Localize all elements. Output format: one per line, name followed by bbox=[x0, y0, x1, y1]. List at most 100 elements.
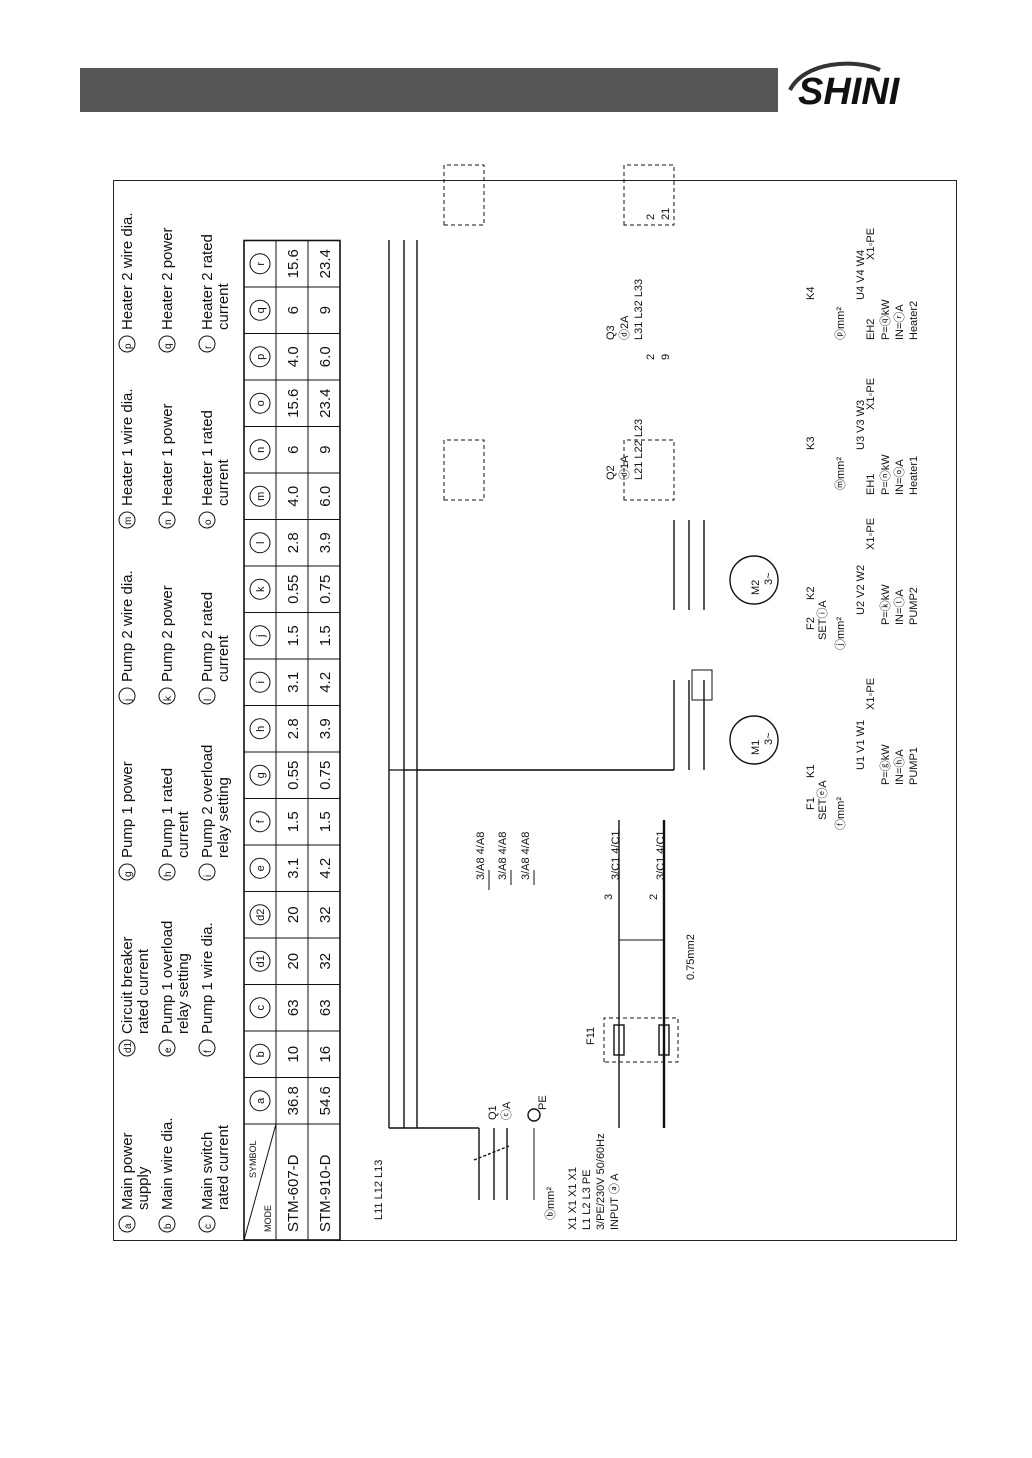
table-value-cell: 1.5 bbox=[285, 811, 302, 832]
legend-text: relay setting bbox=[175, 953, 192, 1034]
q3-rating: ⓓ2A bbox=[618, 315, 631, 340]
k4-label: K4 bbox=[805, 287, 817, 300]
heater1-aux2: 9 bbox=[660, 354, 672, 360]
table-header-cell: q bbox=[255, 307, 267, 313]
heater1-terminals: U3 V3 W3 bbox=[855, 400, 867, 450]
legend-symbol: m bbox=[123, 517, 134, 525]
table-value-cell: 4.2 bbox=[317, 672, 334, 693]
table-value-cell: 3.9 bbox=[317, 532, 334, 553]
legend-text: Heater 2 rated bbox=[199, 234, 216, 330]
legend-item: n Heater 1 power bbox=[158, 403, 176, 529]
legend-item: g Pump 1 power bbox=[118, 761, 136, 881]
legend-text: Heater 1 power bbox=[159, 403, 176, 506]
table-value-cell: 32 bbox=[317, 953, 334, 970]
ref-5: 3/C1 4/C1 bbox=[655, 830, 667, 880]
pe-label: PE bbox=[537, 1095, 549, 1110]
table-header-cell: c bbox=[255, 1005, 267, 1011]
legend-text: Heater 1 rated bbox=[199, 410, 216, 506]
heater1-wire: ⓜmm² bbox=[834, 457, 847, 490]
wire-label: ⓑmm² bbox=[544, 1187, 557, 1220]
f11-id: F11 bbox=[585, 1027, 597, 1045]
heater2-aux1: 2 bbox=[645, 214, 657, 220]
table-value-cell: 54.6 bbox=[317, 1086, 334, 1115]
phase-label: X1 X1 X1 X1 bbox=[567, 1167, 579, 1230]
table-value-cell: 6 bbox=[285, 306, 302, 314]
legend-text: Main switch bbox=[199, 1132, 216, 1210]
m2-phase: 3~ bbox=[763, 572, 775, 585]
table-value-cell: 63 bbox=[317, 999, 334, 1016]
m1-label: M1 bbox=[750, 740, 762, 755]
pump1-current: IN=ⓗA bbox=[893, 749, 906, 785]
terminal-label: L1 L2 L3 PE bbox=[581, 1169, 593, 1230]
table-value-cell: 1.5 bbox=[317, 625, 334, 646]
legend-text: current bbox=[215, 634, 232, 682]
schematic bbox=[388, 164, 779, 1200]
legend-text: Pump 2 overload bbox=[199, 745, 216, 858]
table-value-cell: 4.0 bbox=[285, 346, 302, 367]
pump2-terminals: U2 V2 W2 bbox=[855, 565, 867, 615]
legend-text: current bbox=[215, 282, 232, 330]
table-value-cell: 16 bbox=[317, 1046, 334, 1063]
legend-text: Pump 1 power bbox=[119, 761, 136, 858]
table-value-cell: 6.0 bbox=[317, 346, 334, 367]
logo-text: SHINI bbox=[798, 71, 901, 113]
legend-symbol: o bbox=[203, 519, 214, 525]
legend-symbol: b bbox=[163, 1223, 174, 1229]
table-header-cell: b bbox=[255, 1051, 267, 1057]
pump1-wire: ⓕmm² bbox=[834, 797, 847, 830]
legend-symbol: a bbox=[123, 1223, 134, 1229]
table-model-cell: STM-607-D bbox=[285, 1154, 302, 1232]
legend-symbol: r bbox=[203, 345, 214, 349]
table-header-cell: d1 bbox=[255, 955, 267, 967]
bus-label: L11 L12 L13 bbox=[373, 1160, 385, 1220]
f1-label: F1 bbox=[805, 797, 817, 810]
heater2-current: IN=ⓡA bbox=[893, 304, 906, 340]
heater1-aux1: 2 bbox=[645, 354, 657, 360]
legend-text: rated current bbox=[215, 1124, 232, 1210]
legend-text: supply bbox=[135, 1166, 152, 1210]
table-value-cell: 20 bbox=[285, 953, 302, 970]
legend-text: rated current bbox=[135, 948, 152, 1034]
pump2-name: PUMP2 bbox=[908, 587, 920, 625]
table-value-cell: 36.8 bbox=[285, 1086, 302, 1115]
legend-symbol: e bbox=[163, 1047, 174, 1053]
table-header-cell: r bbox=[255, 262, 267, 266]
heater2-bus: L31 L32 L33 bbox=[633, 279, 645, 340]
legend-text: Pump 2 power bbox=[159, 585, 176, 682]
legend-text: Heater 1 wire dia. bbox=[119, 388, 136, 506]
table-model-cell: STM-910-D bbox=[317, 1154, 334, 1232]
table-header-cell: a bbox=[255, 1097, 267, 1104]
legend-symbol: k bbox=[163, 695, 174, 701]
legend-symbol: c bbox=[203, 1224, 214, 1229]
legend-symbol: n bbox=[163, 519, 174, 525]
table-header-cell: o bbox=[255, 400, 267, 406]
table-value-cell: 4.2 bbox=[317, 858, 334, 879]
table-value-cell: 3.1 bbox=[285, 858, 302, 879]
table-header-cell: f bbox=[255, 819, 267, 823]
schematic-labels: L11 L12 L13 ⓑmm² X1 X1 X1 X1 L1 L2 L3 PE… bbox=[373, 208, 920, 1230]
q1-rating: ⓒA bbox=[500, 1101, 513, 1120]
pump1-terminals: U1 V1 W1 bbox=[855, 720, 867, 770]
legend-item: k Pump 2 power bbox=[158, 585, 176, 705]
heater1-bus: L21 L22 L23 bbox=[633, 419, 645, 480]
table-value-cell: 3.1 bbox=[285, 672, 302, 693]
shini-logo: SHINI bbox=[788, 61, 901, 113]
table-header-cell: d2 bbox=[255, 909, 267, 921]
table-value-cell: 0.55 bbox=[285, 761, 302, 790]
table-value-cell: 3.9 bbox=[317, 718, 334, 739]
legend-symbol: g bbox=[123, 871, 134, 877]
table-corner-mode: MODE bbox=[263, 1205, 273, 1232]
table-value-cell: 0.75 bbox=[317, 575, 334, 604]
table-header-cell: e bbox=[255, 865, 267, 871]
table-value-cell: 0.55 bbox=[285, 575, 302, 604]
